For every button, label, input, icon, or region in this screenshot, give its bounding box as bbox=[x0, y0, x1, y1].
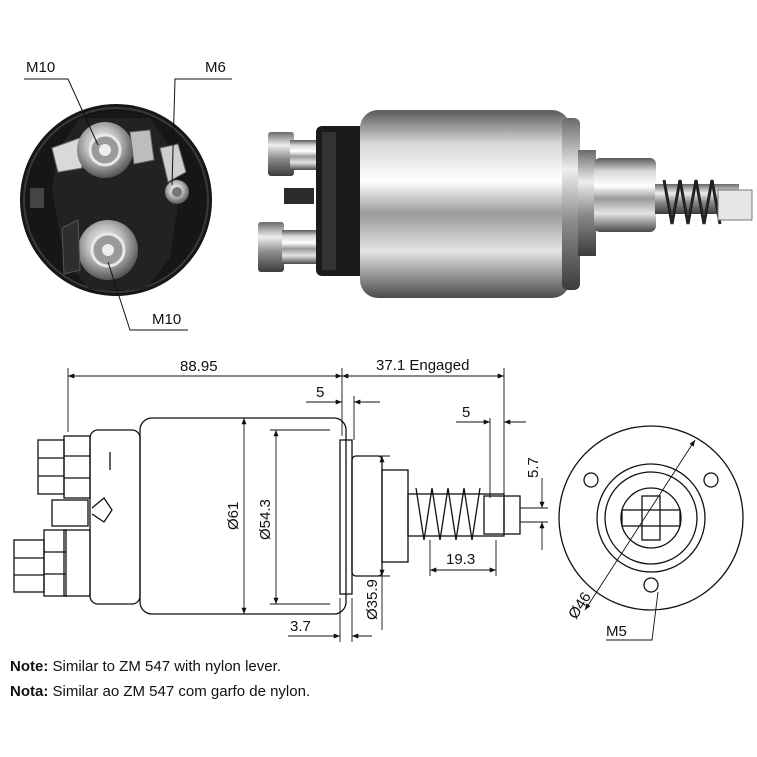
solenoid-side-photo bbox=[258, 110, 753, 298]
dim-plunger-19-3: 19.3 bbox=[446, 551, 475, 568]
note-english: Note: Similar to ZM 547 with nylon lever… bbox=[10, 658, 281, 675]
front-view-drawing bbox=[558, 425, 744, 611]
dim-body-dia-61: Ø61 bbox=[225, 502, 242, 530]
side-view-dimension-lines bbox=[67, 368, 548, 642]
note-portuguese-label: Nota: bbox=[10, 683, 49, 700]
dim-stroke-5-7: 5.7 bbox=[525, 457, 542, 478]
note-english-label: Note: bbox=[10, 658, 49, 675]
front-view-dimension-lines bbox=[584, 439, 696, 641]
note-portuguese: Nota: Similar ao ZM 547 com garfo de nyl… bbox=[10, 683, 310, 700]
dim-overall-length: 88.95 bbox=[180, 358, 218, 375]
dim-flange-3-7: 3.7 bbox=[290, 618, 311, 635]
dim-step-5-right: 5 bbox=[462, 404, 470, 421]
top-m10-terminal bbox=[51, 122, 155, 178]
dim-hole-m5: M5 bbox=[606, 623, 627, 640]
callout-m6: M6 bbox=[205, 59, 226, 76]
bottom-m10-terminal bbox=[61, 219, 138, 280]
note-portuguese-text: Similar ao ZM 547 com garfo de nylon. bbox=[52, 683, 311, 700]
dim-engaged: 37.1 Engaged bbox=[376, 357, 469, 374]
callout-top-m10: M10 bbox=[26, 59, 55, 76]
callout-bottom-m10: M10 bbox=[152, 311, 181, 328]
dim-step-5-left: 5 bbox=[316, 384, 324, 401]
dim-nose-dia-35-9: Ø35.9 bbox=[364, 579, 381, 620]
note-english-text: Similar to ZM 547 with nylon lever. bbox=[52, 658, 281, 675]
dim-body-dia-54-3: Ø54.3 bbox=[257, 499, 274, 540]
callout-lines bbox=[24, 78, 232, 331]
end-cap-photo bbox=[20, 104, 212, 296]
dim-bolt-circle-46: Ø46 bbox=[565, 589, 595, 622]
